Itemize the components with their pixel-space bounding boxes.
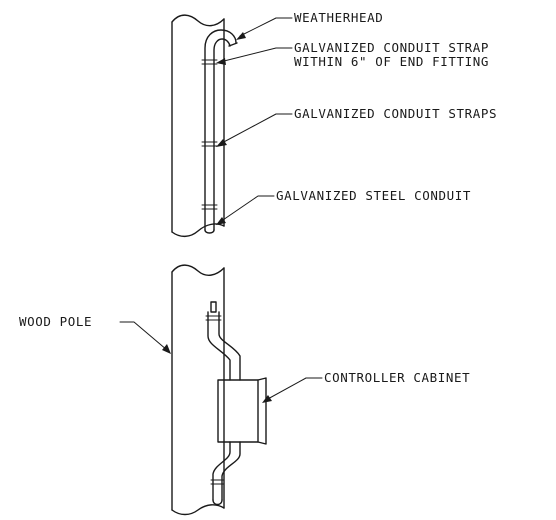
arrow-conduit xyxy=(216,217,226,225)
upper-pole-top-break xyxy=(171,14,225,27)
strap-cabinet-top xyxy=(205,315,222,321)
arrow-straps xyxy=(216,139,227,147)
strap-cabinet-bottom xyxy=(210,479,225,485)
lower-pole xyxy=(171,264,225,516)
upper-conduit xyxy=(201,29,238,234)
label-strap-end-line1: GALVANIZED CONDUIT STRAP xyxy=(294,40,489,55)
conduit-upper-right xyxy=(218,311,241,381)
weatherhead-cap xyxy=(228,42,238,47)
leader-straps xyxy=(219,113,293,145)
upper-pole xyxy=(171,14,225,238)
conduit-upper-left xyxy=(207,311,231,381)
label-conduit: GALVANIZED STEEL CONDUIT xyxy=(276,188,471,203)
arrow-end-strap xyxy=(216,58,226,65)
label-cabinet: CONTROLLER CABINET xyxy=(324,370,470,385)
leader-end-strap xyxy=(219,47,293,63)
conduit-end xyxy=(204,229,215,234)
conduit-outer-line xyxy=(204,29,237,231)
arrow-wood-pole xyxy=(162,344,171,354)
lower-pole-bottom-break xyxy=(171,504,225,516)
leader-conduit xyxy=(219,195,275,223)
lower-pole-top-break xyxy=(171,264,225,276)
controller-cabinet-front xyxy=(217,379,259,443)
conduit-lower-right xyxy=(221,441,241,501)
label-straps: GALVANIZED CONDUIT STRAPS xyxy=(294,106,497,121)
strap-bottom xyxy=(201,204,218,210)
label-weatherhead: WEATHERHEAD xyxy=(294,10,383,25)
leader-cabinet xyxy=(265,377,323,401)
conduit-top-fitting xyxy=(210,301,217,313)
arrow-cabinet xyxy=(262,395,272,403)
lower-conduit xyxy=(205,301,267,506)
strap-middle xyxy=(201,141,218,147)
label-wood-pole: WOOD POLE xyxy=(19,314,92,329)
leader-wood-pole xyxy=(119,321,168,351)
leaders xyxy=(119,17,323,403)
conduit-lower-left xyxy=(212,441,231,501)
callout-labels: WEATHERHEAD GALVANIZED CONDUIT STRAP WIT… xyxy=(19,10,497,385)
label-strap-end-line2: WITHIN 6" OF END FITTING xyxy=(294,54,489,69)
leader-weatherhead xyxy=(239,17,293,37)
conduit-inner-line xyxy=(213,38,231,231)
controller-cabinet-side xyxy=(257,377,267,445)
strap-top xyxy=(201,59,218,65)
conduit-lower-end xyxy=(212,499,223,506)
arrow-weatherhead xyxy=(236,32,246,40)
upper-pole-bottom-break xyxy=(171,223,225,238)
